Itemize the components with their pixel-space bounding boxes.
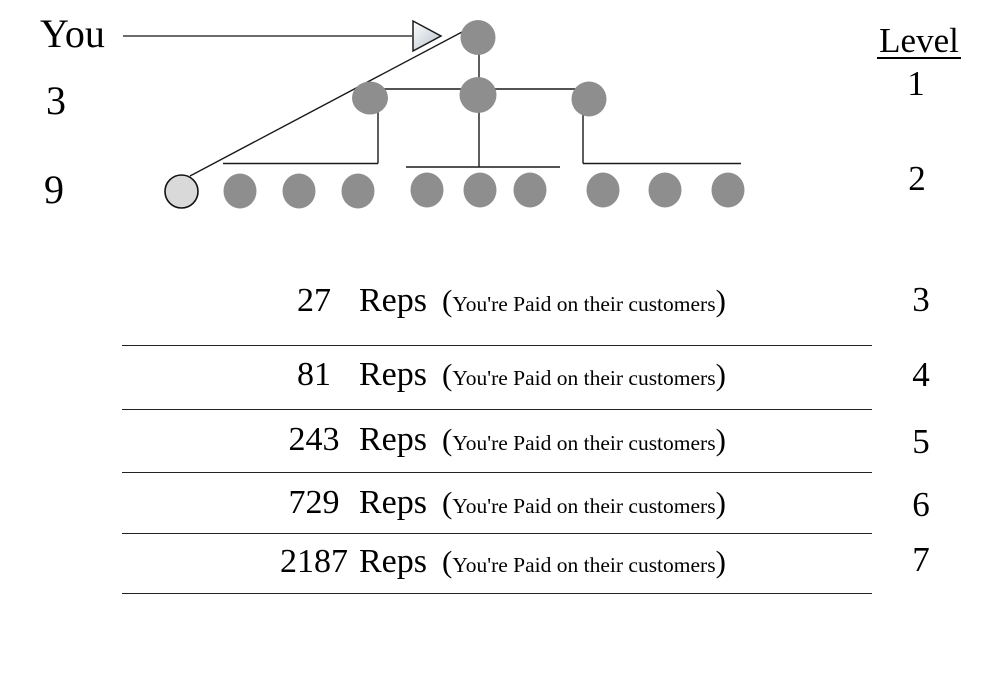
rep-count: 27: [297, 282, 331, 319]
rep-unit-label: Reps: [359, 282, 427, 319]
paren-close: ): [715, 422, 726, 457]
paren-open: (: [442, 485, 453, 520]
rep-count: 81: [297, 356, 331, 393]
highlighted-you-position-node: [164, 174, 199, 209]
level2-node: [648, 172, 682, 208]
level1-node: [352, 81, 388, 115]
reps-row-level-5: 243 Reps (You're Paid on their customers): [122, 403, 872, 473]
rep-note: You're Paid on their customers: [452, 292, 716, 316]
right-arrow-icon: [412, 19, 443, 53]
level-6-number: 6: [912, 485, 930, 524]
level2-node: [463, 172, 497, 208]
level-column-header: Level: [879, 21, 959, 60]
level-2-number: 2: [908, 159, 926, 198]
level2-node: [711, 172, 745, 208]
level2-count-label: 9: [44, 167, 64, 212]
paren-open: (: [442, 357, 453, 392]
level-3-number: 3: [912, 280, 930, 319]
paren-close: ): [715, 485, 726, 520]
you-node: [460, 20, 496, 55]
rep-note: You're Paid on their customers: [452, 553, 716, 577]
level2-node: [586, 172, 620, 208]
you-label: You: [40, 11, 105, 56]
level2-node: [513, 172, 547, 208]
level1-node: [571, 81, 607, 117]
rep-unit-label: Reps: [359, 421, 427, 458]
sponsor-diagonal-line: [189, 31, 463, 177]
rep-note: You're Paid on their customers: [452, 431, 716, 455]
rep-unit-label: Reps: [359, 484, 427, 521]
paren-close: ): [715, 283, 726, 318]
level2-node: [341, 173, 375, 209]
rep-count: 729: [288, 484, 340, 521]
rep-note: You're Paid on their customers: [452, 366, 716, 390]
level-5-number: 5: [912, 422, 930, 461]
paren-open: (: [442, 422, 453, 457]
paren-close: ): [715, 357, 726, 392]
level-4-number: 4: [912, 355, 930, 394]
paren-open: (: [442, 544, 453, 579]
rep-count: 243: [288, 421, 340, 458]
level-1-number: 1: [907, 64, 925, 103]
reps-row-level-6: 729 Reps (You're Paid on their customers): [122, 466, 872, 534]
network-tree-diagram: You 3 9 Level 1: [40, 11, 961, 212]
rep-unit-label: Reps: [359, 356, 427, 393]
rep-note: You're Paid on their customers: [452, 494, 716, 518]
reps-row-level-3: 27 Reps (You're Paid on their customers): [122, 262, 872, 346]
level2-node: [410, 172, 444, 208]
rep-count: 2187: [280, 543, 348, 580]
rep-unit-label: Reps: [359, 543, 427, 580]
level2-node: [282, 173, 316, 209]
level1-node: [459, 77, 497, 113]
reps-row-level-4: 81 Reps (You're Paid on their customers): [122, 339, 872, 410]
reps-row-level-7: 2187 Reps (You're Paid on their customers): [122, 527, 872, 594]
level-7-number: 7: [912, 540, 930, 579]
paren-close: ): [715, 544, 726, 579]
paren-open: (: [442, 283, 453, 318]
level1-count-label: 3: [46, 78, 66, 123]
level2-node: [223, 173, 257, 209]
